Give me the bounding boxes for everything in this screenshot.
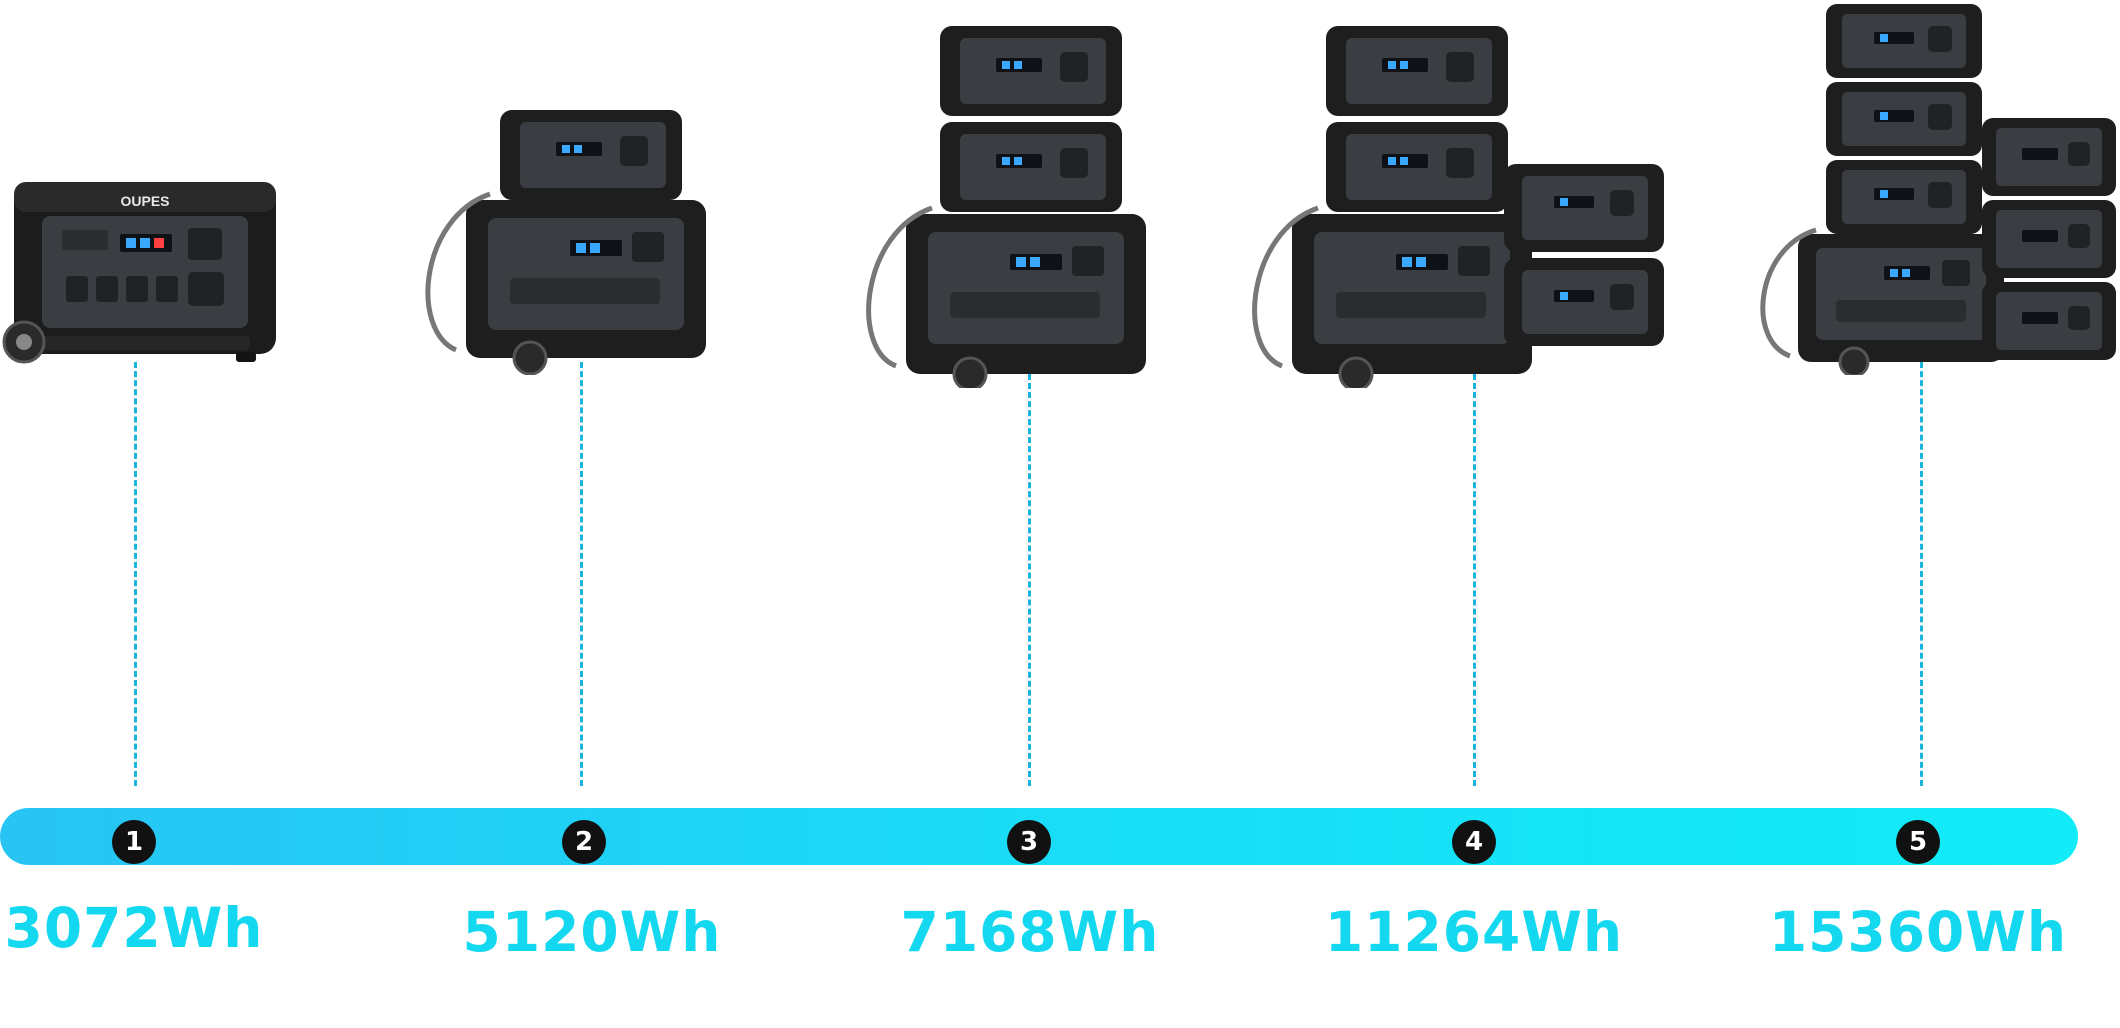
step-badge-1: 1 <box>112 820 156 864</box>
connector-line-3 <box>1028 374 1031 786</box>
power-station-stage-2 <box>425 110 706 375</box>
brand-logo: OUPES <box>120 193 169 209</box>
connector-line-1 <box>134 362 137 786</box>
power-station-stage-1: OUPES <box>2 182 276 364</box>
capacity-label-4: 11264Wh <box>1324 900 1624 964</box>
capacity-label-1: 3072Wh <box>4 896 264 960</box>
step-badge-4: 4 <box>1452 820 1496 864</box>
capacity-label-5: 15360Wh <box>1768 900 2068 964</box>
power-station-stage-4 <box>1252 26 1664 388</box>
capacity-label-3: 7168Wh <box>900 900 1160 964</box>
step-badge-2: 2 <box>562 820 606 864</box>
connector-line-4 <box>1473 374 1476 786</box>
step-badge-3: 3 <box>1007 820 1051 864</box>
power-station-stage-3 <box>866 26 1146 388</box>
capacity-label-2: 5120Wh <box>462 900 722 964</box>
step-badge-5: 5 <box>1896 820 1940 864</box>
connector-line-2 <box>580 362 583 786</box>
connector-line-5 <box>1920 362 1923 786</box>
power-station-stage-5 <box>1760 4 2116 375</box>
